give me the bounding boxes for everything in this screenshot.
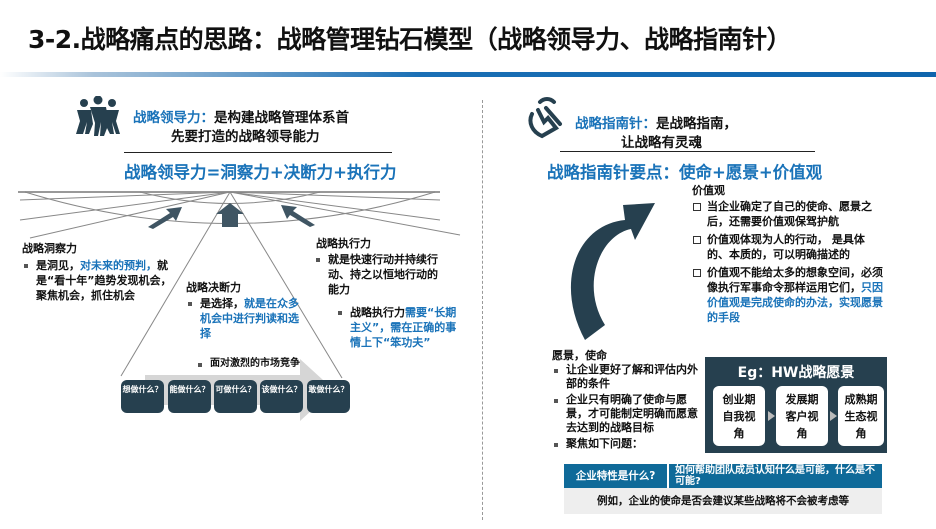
heading-underline — [560, 151, 815, 152]
insight-text-2: 就是“看十年”趋势发现机会，聚焦机会，抓住机会 — [36, 259, 172, 302]
stage-line: 自我视 — [722, 410, 756, 423]
arrow-right-icon — [830, 411, 837, 421]
example-title: Eg：HW战略愿景 — [737, 365, 855, 381]
values-item: 价值观体现为人的行动， 是具体的、本质的，可以明确描述的 — [693, 232, 885, 262]
right-heading: 战略指南针：是战略指南， 让战略有灵魂 — [575, 115, 737, 153]
values-item-accent: 只因价值观是完成使命的办法，实现愿景的手段 — [707, 281, 883, 324]
stage-box: 成熟期生态视角 — [838, 386, 884, 446]
leadership-formula: 战略领导力=洞察力+决断力+执行力 — [124, 163, 397, 182]
decision-bullet: 是选择，就是在众多机会中进行判读和选择 — [186, 296, 308, 341]
vision-title: 愿景，使命 — [552, 349, 607, 362]
heading-line1: 是战略指南， — [656, 116, 737, 132]
heading-accent: 战略指南针： — [575, 116, 656, 132]
vision-item: 让企业更好了解和评估内外部的条件 — [552, 363, 702, 391]
vision-list: 让企业更好了解和评估内外部的条件 企业只有明确了使命与愿景，才可能制定明确而愿意… — [552, 363, 702, 451]
heading-accent: 战略领导力： — [133, 110, 214, 126]
values-item-text: 价值观不能给太多的想象空间，必须像执行军事命令那样运用它们， — [707, 266, 883, 294]
decision-text: 是选择， — [200, 297, 244, 310]
hand-tap-icon — [528, 97, 562, 139]
stage-box: 发展期客户视角 — [776, 386, 828, 446]
stage-line: 客户视 — [785, 410, 819, 423]
values-item: 当企业确定了自己的使命、愿景之后，还需要价值观保驾护航 — [693, 199, 885, 229]
execution-text-2: 战略执行力 — [350, 306, 405, 319]
curved-arrow-icon — [570, 203, 655, 340]
stage-line: 角 — [796, 427, 808, 440]
decision-title: 战略决断力 — [186, 281, 241, 294]
execution-text: 就是快速行动并持续行动、持之以恒地行动的能力 — [328, 253, 438, 296]
question-box: 能做什么？ — [168, 380, 211, 413]
insight-title: 战略洞察力 — [22, 242, 77, 255]
table-row: 例如，企业的使命是否会建议某些战略将不会被考虑等 — [564, 488, 882, 514]
arrow-right-icon — [768, 411, 775, 421]
stage-line: 发展期 — [785, 393, 819, 406]
insight-accent: 对未来的预判， — [80, 259, 157, 272]
stage-line: 成熟期 — [844, 393, 878, 406]
left-heading: 战略领导力：是构建战略管理体系首 先要打造的战略领导能力 — [133, 109, 349, 147]
heading-line2: 让战略有灵魂 — [621, 135, 702, 151]
section-divider — [482, 100, 483, 520]
vision-item: 企业只有明确了使命与愿景，才可能制定明确而愿意去达到的战略目标 — [552, 393, 702, 435]
question-box: 该做什么？ — [260, 380, 303, 413]
question-box: 想做什么？ — [121, 380, 164, 413]
execution-title: 战略执行力 — [316, 237, 371, 250]
decision-note-text: 面对激烈的市场竞争 — [210, 358, 300, 369]
stage-box: 创业期自我视角 — [713, 386, 765, 446]
table-header-cell: 如何帮助团队成员认知什么是可能，什么是不可能? — [669, 464, 882, 488]
heading-line2: 先要打造的战略领导能力 — [171, 129, 320, 145]
insight-bullet: 是洞见，对未来的预判，就是“看十年”趋势发现机会，聚焦机会，抓住机会 — [22, 258, 172, 303]
page-title: 3-2.战略痛点的思路：战略管理钻石模型（战略领导力、战略指南针） — [28, 25, 792, 54]
decision-note: 面对激烈的市场竞争 — [196, 357, 300, 371]
decision-accent: 就是在众多机会中进行判读和选择 — [200, 297, 299, 340]
table-header-cell: 企业特性是什么? — [564, 464, 667, 488]
people-group-icon — [76, 96, 120, 136]
execution-bullet-1: 就是快速行动并持续行动、持之以恒地行动的能力 — [314, 252, 446, 297]
heading-line1: 是构建战略管理体系首 — [214, 110, 349, 126]
values-title: 价值观 — [692, 184, 725, 197]
insight-text: 是洞见， — [36, 259, 80, 272]
stage-line: 角 — [733, 427, 745, 440]
values-list: 当企业确定了自己的使命、愿景之后，还需要价值观保驾护航 价值观体现为人的行动， … — [693, 199, 885, 325]
vision-item: 聚焦如下问题： — [552, 437, 702, 451]
values-item: 价值观不能给太多的想象空间，必须像执行军事命令那样运用它们，只因价值观是完成使命… — [693, 265, 885, 325]
heading-underline — [124, 152, 392, 153]
compass-formula: 战略指南针要点：使命+愿景+价值观 — [547, 163, 823, 182]
execution-bullet-2: 战略执行力需要“长期主义”，需在正确的事情上下“笨功夫” — [336, 305, 458, 350]
execution-accent: 需要“长期主义”，需在正确的事情上下“笨功夫” — [350, 306, 457, 349]
stage-line: 创业期 — [722, 393, 756, 406]
stage-line: 生态视 — [844, 410, 878, 423]
title-divider — [0, 72, 936, 77]
question-box: 可做什么？ — [214, 380, 257, 413]
stage-line: 角 — [855, 427, 867, 440]
question-box: 敢做什么？ — [307, 380, 350, 413]
